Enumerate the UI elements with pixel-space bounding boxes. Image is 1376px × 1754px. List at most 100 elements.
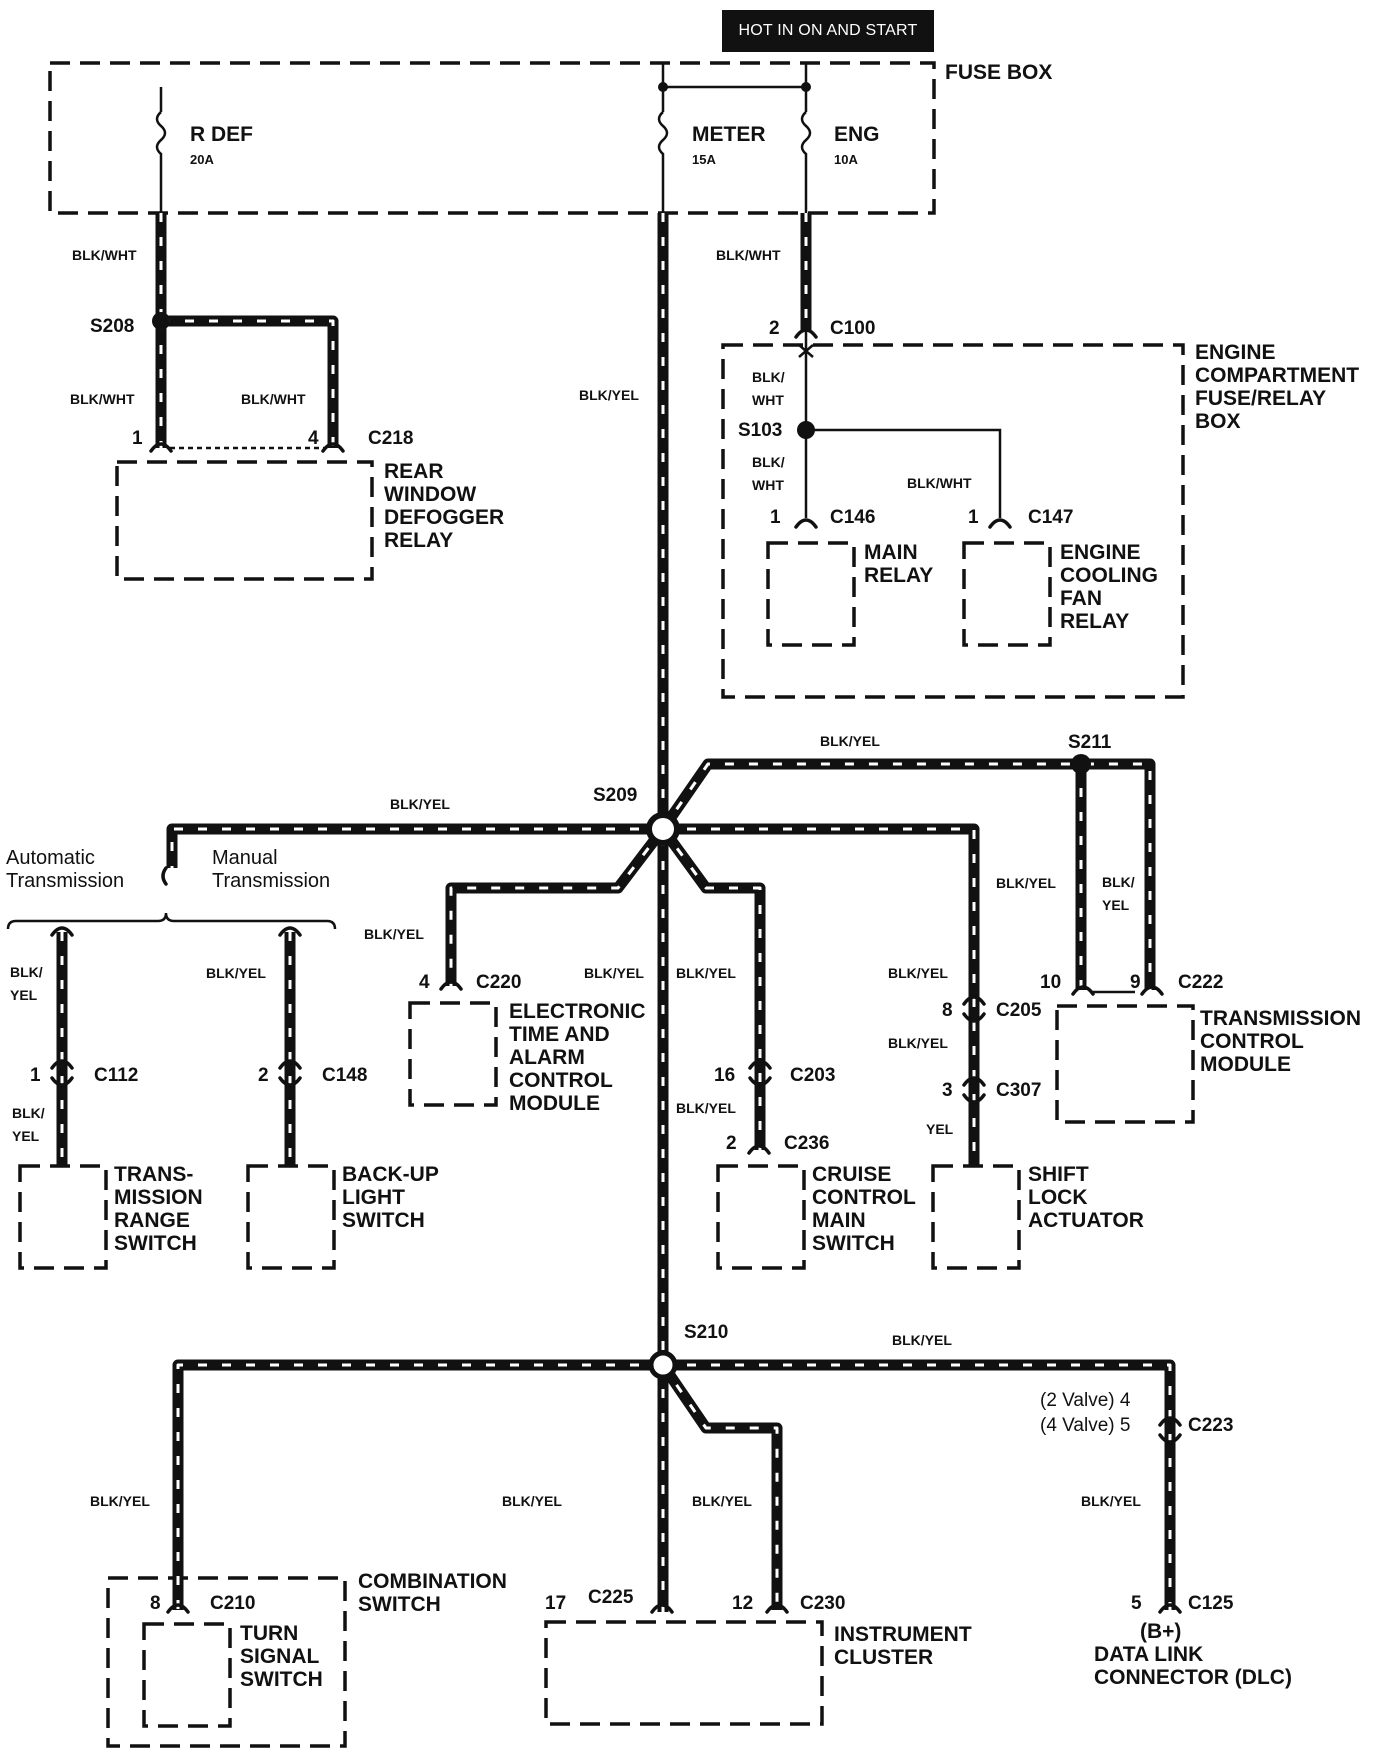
- tcm-line-2: CONTROL: [1200, 1030, 1304, 1053]
- wire-s210-combination-stripe: [176, 1363, 663, 1610]
- c230-pin-label: 12: [732, 1593, 754, 1614]
- etacm-line-2: TIME AND: [509, 1023, 610, 1046]
- splice-s209-dot: [646, 812, 680, 846]
- c125-pin-label: 5: [1131, 1593, 1142, 1614]
- c100-entry-mark: [798, 344, 814, 358]
- wire-label-eng-feed: BLK/WHT: [716, 247, 781, 263]
- c223-pin-4valve: (4 Valve) 5: [1040, 1415, 1131, 1436]
- defogger-relay-line-1: REAR: [384, 460, 444, 483]
- wire-label-range-switch-bottom-line-2: YEL: [12, 1128, 40, 1144]
- fuse-output-stubs: [159, 172, 808, 213]
- tcm-line-1: TRANSMISSION: [1200, 1007, 1362, 1030]
- connector-c218-pin4: [321, 442, 345, 453]
- c147-label: C147: [1028, 507, 1074, 528]
- cooling-fan-relay-line-1: ENGINE: [1060, 541, 1141, 564]
- c100-label: C100: [830, 318, 876, 339]
- c220-label: C220: [476, 972, 522, 993]
- c112-label: C112: [94, 1065, 139, 1086]
- wire-label-c100-s103-line-2: WHT: [752, 392, 784, 408]
- transmission-option-bracket: [6, 912, 337, 930]
- wire-label-s211-tcm-pin9: BLK/ YEL: [1102, 871, 1135, 917]
- engine-box-line-4: BOX: [1195, 410, 1241, 433]
- fuse-feed-wires: [159, 87, 808, 112]
- tcm-line-3: MODULE: [1200, 1053, 1291, 1076]
- defogger-relay-line-4: RELAY: [384, 529, 454, 552]
- c125-label: C125: [1188, 1593, 1234, 1614]
- cruise-switch-line-4: SWITCH: [812, 1232, 895, 1255]
- c146-pin-label: 1: [770, 507, 781, 528]
- c307-label: C307: [996, 1080, 1042, 1101]
- c148-label: C148: [322, 1065, 368, 1086]
- connector-c205: [962, 995, 986, 1023]
- cooling-fan-relay-outline: [962, 541, 1052, 647]
- tcm-label: TRANSMISSION CONTROL MODULE: [1200, 1007, 1361, 1076]
- turn-signal-outline: [142, 1622, 232, 1728]
- wire-label-range-switch-top: BLK/ YEL: [10, 961, 43, 1007]
- c222-pin9-label: 9: [1130, 972, 1141, 993]
- fuse-meter-name: METER: [692, 123, 766, 146]
- wire-label-c205-c307: BLK/YEL: [888, 1035, 948, 1051]
- connector-c225: [650, 1603, 674, 1614]
- wire-s210-dlc-stripe: [663, 1363, 1172, 1610]
- cruise-switch-outline: [716, 1164, 806, 1270]
- splice-s211-label: S211: [1068, 732, 1112, 753]
- wire-label-range-switch-bottom-line-1: BLK/: [12, 1105, 45, 1121]
- connector-c146: [794, 518, 818, 529]
- dlc-line-3: CONNECTOR (DLC): [1094, 1666, 1292, 1689]
- cruise-switch-line-1: CRUISE: [812, 1163, 892, 1186]
- c220-pin-label: 4: [419, 972, 430, 993]
- instrument-cluster-line-1: INSTRUMENT: [834, 1623, 972, 1646]
- shift-lock-outline: [931, 1164, 1021, 1270]
- splice-s208-dot: [152, 312, 170, 330]
- main-relay-line-2: RELAY: [864, 564, 934, 587]
- defogger-relay-line-3: DEFOGGER: [384, 506, 505, 529]
- c203-pin-label: 16: [714, 1065, 736, 1086]
- c205-label: C205: [996, 1000, 1042, 1021]
- range-switch-outline: [18, 1164, 108, 1270]
- engine-box-line-1: ENGINE: [1195, 341, 1276, 364]
- defogger-relay-outline: [115, 460, 374, 581]
- wire-label-c218-pin4: BLK/WHT: [241, 391, 306, 407]
- c210-pin-label: 8: [150, 1593, 161, 1614]
- fuse-box-outline: [48, 61, 936, 215]
- main-relay-outline: [766, 541, 856, 647]
- c203-label: C203: [790, 1065, 836, 1086]
- splice-s209-label: S209: [593, 785, 638, 806]
- connector-c112: [50, 1059, 74, 1087]
- c210-label: C210: [210, 1593, 256, 1614]
- wire-label-c100-s103-line-1: BLK/: [752, 369, 785, 385]
- wire-label-dlc-feed: BLK/YEL: [1081, 1493, 1141, 1509]
- connector-c125: [1158, 1603, 1182, 1614]
- connector-c307: [962, 1076, 986, 1104]
- fuse-bus-node-meter: [658, 82, 668, 92]
- c225-pin-label: 17: [545, 1593, 567, 1614]
- wire-label-cluster-c230: BLK/YEL: [692, 1493, 752, 1509]
- c225-label: C225: [588, 1587, 634, 1608]
- connector-c222-pin9: [1140, 985, 1164, 996]
- range-switch-line-4: SWITCH: [114, 1232, 197, 1255]
- wire-label-cluster-c225: BLK/YEL: [502, 1493, 562, 1509]
- wire-label-s211-top: BLK/YEL: [820, 733, 880, 749]
- instrument-cluster-line-2: CLUSTER: [834, 1646, 934, 1669]
- manual-transmission-line-1: Manual: [212, 847, 278, 869]
- backup-switch-label: BACK-UP LIGHT SWITCH: [342, 1163, 439, 1232]
- engine-box-line-3: FUSE/RELAY: [1195, 387, 1327, 410]
- c230-label: C230: [800, 1593, 846, 1614]
- c218-label: C218: [368, 428, 414, 449]
- connector-c148: [278, 1059, 302, 1087]
- connector-c236: [747, 1144, 771, 1155]
- main-relay-line-1: MAIN: [864, 541, 918, 564]
- wire-label-range-switch-top-line-2: YEL: [10, 987, 38, 1003]
- fuse-bus-wire: [661, 63, 808, 89]
- c148-pin-label: 2: [258, 1065, 269, 1086]
- wire-s209-etacm-stripe: [449, 828, 665, 986]
- wire-label-s208-feed: BLK/WHT: [72, 247, 137, 263]
- dlc-line-2: DATA LINK: [1094, 1643, 1204, 1666]
- etacm-line-4: CONTROL: [509, 1069, 613, 1092]
- cruise-switch-line-3: MAIN: [812, 1209, 866, 1232]
- turn-signal-label: TURN SIGNAL SWITCH: [240, 1622, 323, 1691]
- etacm-line-3: ALARM: [509, 1046, 585, 1069]
- power-condition-banner: HOT IN ON AND START: [722, 10, 934, 52]
- splice-s208-label: S208: [90, 316, 135, 337]
- meter-fuse-element: [657, 111, 669, 172]
